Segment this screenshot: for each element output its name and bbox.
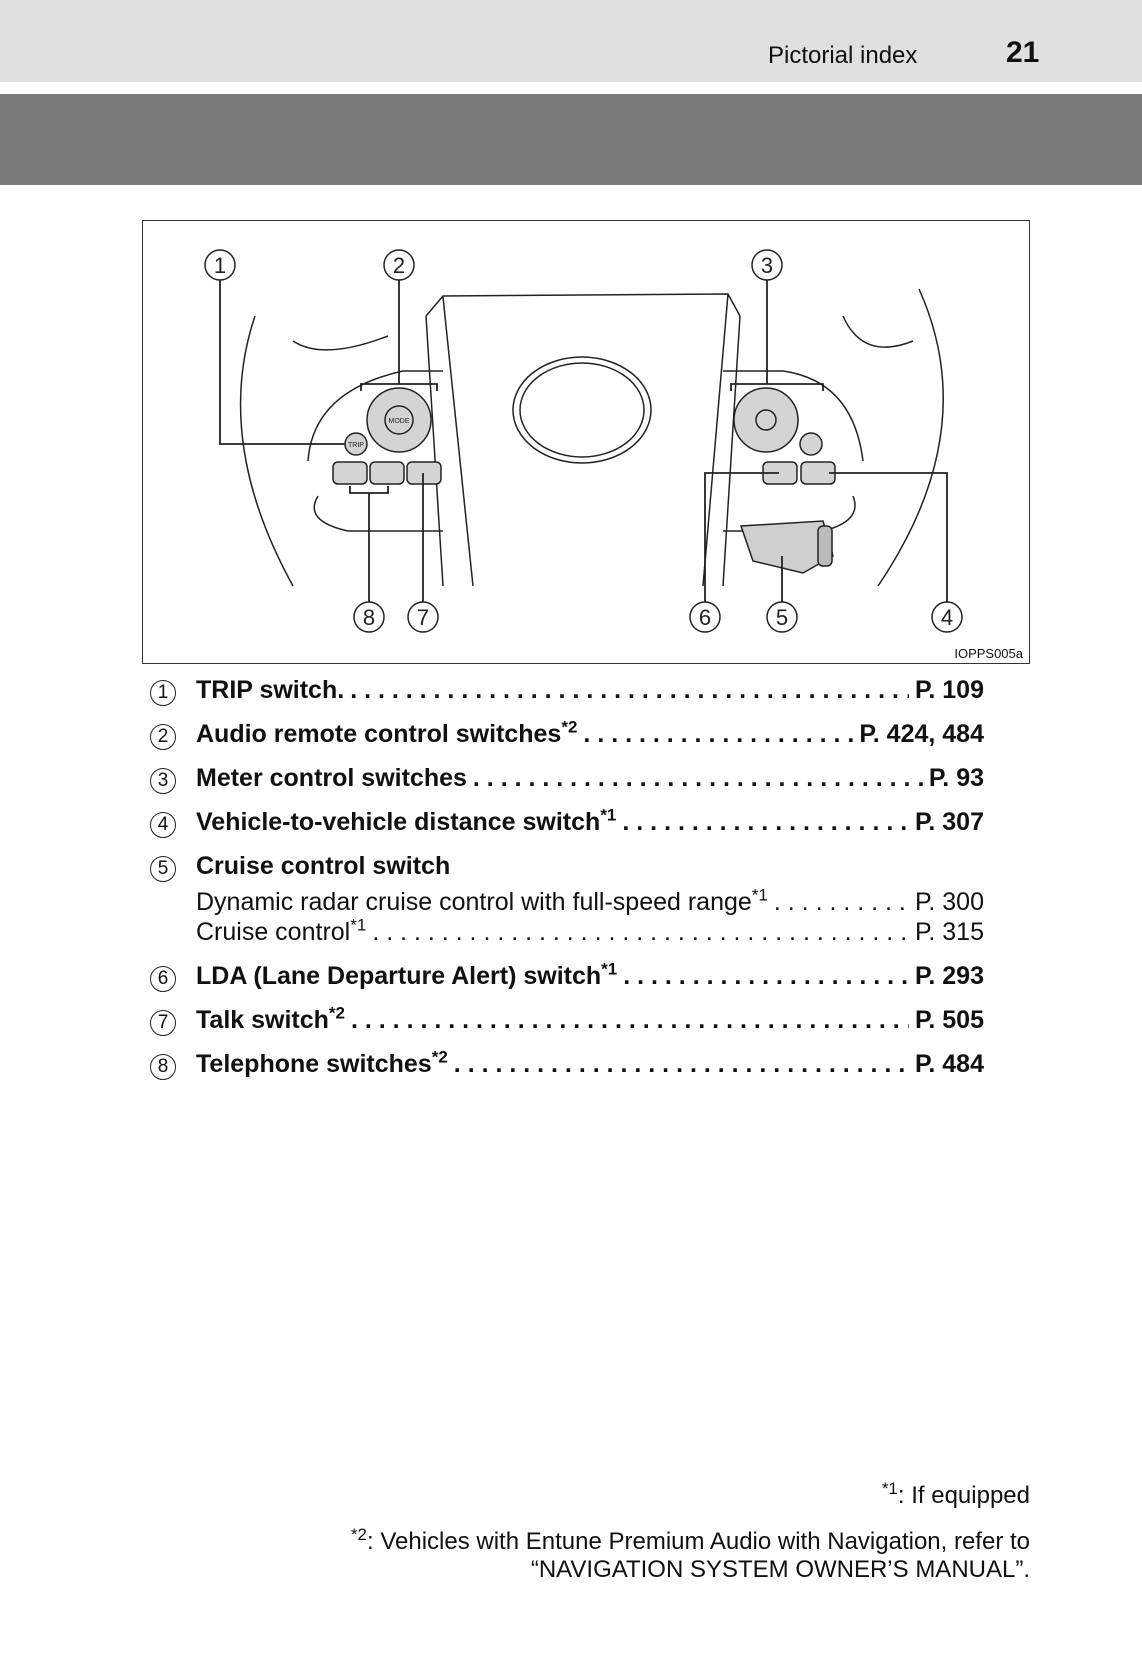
page-ref-link[interactable]: P. 315 (914, 918, 984, 946)
item-label: Telephone switches (196, 1050, 432, 1078)
svg-text:7: 7 (417, 605, 429, 630)
footnote-text: : If equipped (897, 1482, 1030, 1509)
callout-8: 8 (353, 601, 385, 633)
page-ref-link[interactable]: P. 109 (914, 676, 984, 704)
svg-text:1: 1 (214, 253, 226, 278)
footnote-text: “NAVIGATION SYSTEM OWNER’S MANUAL”. (530, 1556, 1030, 1583)
mode-label: MODE (389, 418, 410, 425)
callout-2: 2 (383, 249, 415, 281)
list-item: 6 LDA (Lane Departure Alert) switch*1 P. 2… (150, 959, 984, 1006)
pictorial-index-list: 1 TRIP switch. P. 109 2 Audio remote contro… (150, 676, 984, 1094)
item-number: 8 (150, 1054, 176, 1080)
page-ref-link[interactable]: P. 484 (914, 1050, 984, 1078)
item-label: Cruise control switch (196, 852, 451, 880)
footnote-mark: *2 (431, 1047, 448, 1067)
item-label: Vehicle-to-vehicle distance switch (196, 808, 601, 836)
item-number: 1 (150, 680, 176, 706)
footnote-mark: *2 (328, 1003, 345, 1023)
footnote-1: *1: If equipped (881, 1479, 1030, 1510)
callout-1: 1 (204, 249, 236, 281)
item-label: Meter control switches (196, 764, 467, 792)
page-ref-link[interactable]: P. 293 (914, 962, 984, 990)
footnote-mark: *1 (600, 805, 617, 825)
header-bar (0, 94, 1142, 185)
page-ref-link[interactable]: P. 424, 484 (859, 720, 984, 748)
svg-text:4: 4 (941, 605, 953, 630)
item-number: 4 (150, 812, 176, 838)
item-label: Dynamic radar cruise control with full-s… (196, 888, 752, 916)
item-number: 2 (150, 724, 176, 750)
list-item: 3 Meter control switches P. 93 (150, 764, 984, 808)
svg-text:6: 6 (699, 605, 711, 630)
sub-list-item: Dynamic radar cruise control with full-s… (150, 885, 984, 918)
footnote-text: : Vehicles with Entune Premium Audio wit… (367, 1528, 1030, 1555)
trip-label: TRIP (348, 442, 364, 449)
callout-3: 3 (751, 249, 783, 281)
list-item: 7 Talk switch*2 P. 505 (150, 1003, 984, 1050)
list-item: 4 Vehicle-to-vehicle distance switch*1 P. … (150, 805, 984, 852)
svg-text:8: 8 (363, 605, 375, 630)
page-ref-link[interactable]: P. 307 (914, 808, 984, 836)
callout-5: 5 (766, 601, 798, 633)
svg-text:3: 3 (761, 253, 773, 278)
svg-text:5: 5 (776, 605, 788, 630)
page-ref-link[interactable]: P. 505 (914, 1006, 984, 1034)
item-number: 6 (150, 966, 176, 992)
item-number: 5 (150, 856, 176, 882)
page-ref-link[interactable]: P. 300 (914, 888, 984, 916)
page-ref-link[interactable]: P. 93 (928, 764, 984, 792)
footnote-mark: *1 (881, 1479, 898, 1498)
callout-7: 7 (407, 601, 439, 633)
list-item: 2 Audio remote control switches*2 P. 424, … (150, 717, 984, 764)
item-number: 7 (150, 1010, 176, 1036)
footnote-mark: *1 (751, 885, 768, 905)
item-label: Cruise control (196, 918, 351, 946)
steering-wheel-figure: 1 2 3 4 5 6 7 8 TRIP MODE IOPPS005a (142, 220, 1030, 664)
header-band (0, 0, 1142, 82)
item-label: TRIP switch. (196, 676, 345, 704)
item-label: LDA (Lane Departure Alert) switch (196, 962, 602, 990)
steering-wheel-illustration: 1 2 3 4 5 6 7 8 TRIP MODE (204, 249, 963, 633)
page-number: 21 (1006, 36, 1040, 69)
item-label: Audio remote control switches (196, 720, 562, 748)
footnote-2: *2: Vehicles with Entune Premium Audio w… (350, 1525, 1030, 1584)
footnote-mark: *1 (601, 959, 618, 979)
sub-list-item: Cruise control*1 P. 315 (150, 915, 984, 962)
callout-4: 4 (931, 601, 963, 633)
footnote-mark: *1 (350, 915, 367, 935)
list-item: 1 TRIP switch. P. 109 (150, 676, 984, 720)
section-title: Pictorial index (768, 42, 918, 69)
callout-6: 6 (689, 601, 721, 633)
figure-code: IOPPS005a (954, 646, 1023, 661)
footnote-mark: *2 (561, 717, 578, 737)
footnote-mark: *2 (350, 1525, 367, 1544)
svg-text:2: 2 (393, 253, 405, 278)
item-number: 3 (150, 768, 176, 794)
list-item: 8 Telephone switches*2 P. 484 (150, 1047, 984, 1094)
list-item: 5 Cruise control switch (150, 852, 984, 888)
item-label: Talk switch (196, 1006, 329, 1034)
